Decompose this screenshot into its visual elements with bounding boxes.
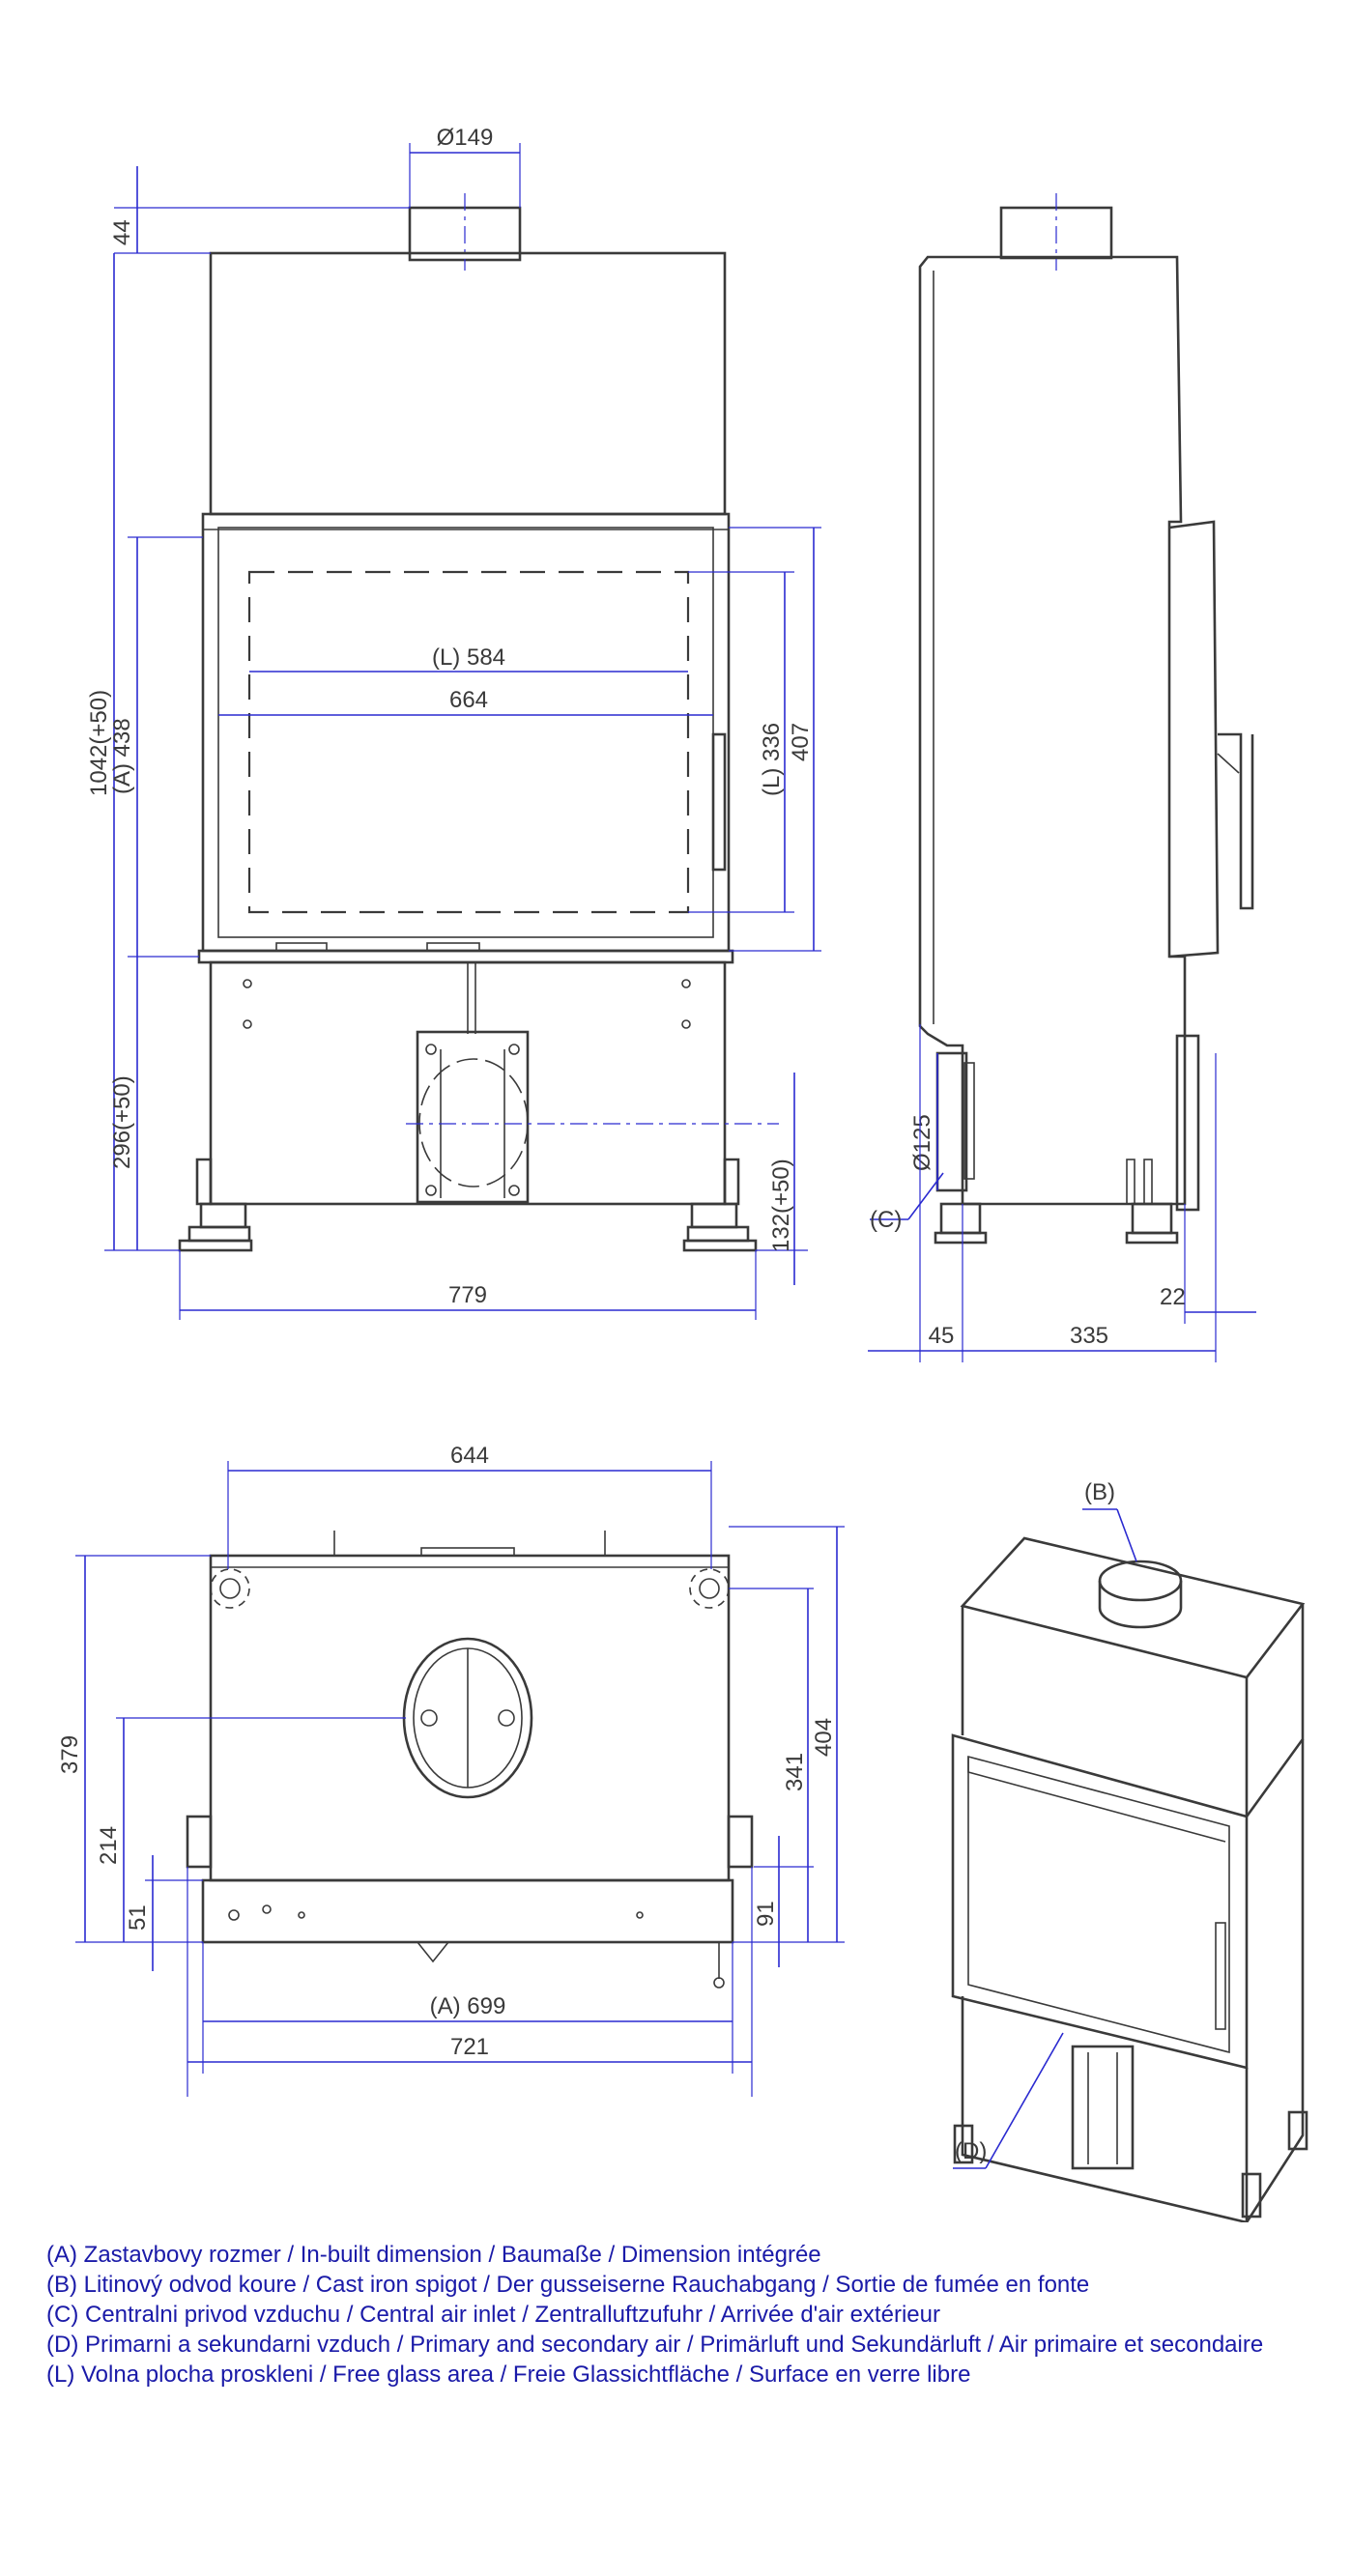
dim-spigot-offset: 214	[96, 1826, 122, 1865]
iso-top-face	[960, 1536, 1306, 1679]
legend-item-c: (C) Centralni privod vzduchu / Central a…	[46, 2302, 940, 2328]
dim-side-depth-341: 341	[782, 1753, 808, 1791]
dim-glass-height: (L) 336	[759, 723, 785, 796]
iso-callouts: (B) (D)	[953, 1479, 1137, 2169]
dim-glass-width: (L) 584	[432, 644, 505, 671]
side-view	[918, 193, 1254, 1245]
legend: (A) Zastavbovy rozmer / In-built dimensi…	[46, 2240, 1263, 2390]
callout-b: (B)	[1084, 1479, 1115, 1505]
callout-c: (C)	[870, 1207, 902, 1233]
door-handle	[711, 732, 727, 872]
dim-base-height: 296(+50)	[109, 1075, 135, 1169]
side-dimensions: Ø125 (C) 45 335 22	[868, 1024, 1256, 1362]
dim-air-inlet-height: 132(+50)	[768, 1159, 794, 1252]
iso-door	[951, 1733, 1249, 2070]
legend-item-a: (A) Zastavbovy rozmer / In-built dimensi…	[46, 2242, 821, 2268]
top-dimensions: 644 379 214 51 404 341 91 (A) 699 721	[57, 1443, 845, 2097]
legend-item-d: (D) Primarni a sekundarni vzduch / Prima…	[46, 2332, 1264, 2358]
dim-air-inlet-diameter: Ø125	[909, 1114, 935, 1171]
dim-total-height: 1042(+50)	[86, 690, 112, 796]
dim-front-offset-right: 91	[753, 1901, 779, 1927]
dim-door-height: 407	[788, 723, 814, 761]
isometric-view	[951, 1536, 1308, 2222]
dim-side-front-offset: 45	[929, 1323, 955, 1349]
air-inlet-box	[416, 1030, 530, 1204]
dim-door-width: 664	[449, 687, 488, 713]
dim-top-offset: 44	[109, 219, 135, 245]
dim-rear-depth: 404	[811, 1718, 837, 1757]
feet	[178, 1158, 758, 1252]
dim-top-total-width: 721	[450, 2034, 489, 2060]
front-dimensions: Ø149 44 1042(+50) (A) 438 296(+50) (L) 5…	[86, 125, 821, 1320]
legend-item-l: (L) Volna plocha proskleni / Free glass …	[46, 2361, 971, 2388]
legend-item-b: (B) Litinový odvod koure / Cast iron spi…	[46, 2272, 1090, 2298]
dim-side-depth: 335	[1070, 1323, 1108, 1349]
dim-flue-diameter: Ø149	[437, 125, 494, 151]
callout-d: (D)	[955, 2138, 987, 2164]
top-view	[186, 1531, 754, 1989]
dim-inbuilt-height: (A) 438	[109, 718, 135, 794]
dim-side-rear-offset: 22	[1160, 1284, 1186, 1310]
free-glass-area	[247, 570, 690, 914]
side-body	[918, 255, 1187, 1206]
door-frame	[201, 512, 731, 953]
iso-air-inlet	[1071, 2045, 1135, 2170]
dim-front-depth: 51	[125, 1904, 151, 1931]
dim-top-inbuilt-width: (A) 699	[430, 1993, 506, 2019]
front-view	[178, 193, 779, 1252]
upper-body	[209, 251, 727, 516]
dim-total-width: 779	[448, 1282, 487, 1308]
dim-top-body-width: 644	[450, 1443, 489, 1469]
dim-top-total-depth: 379	[57, 1735, 83, 1774]
technical-drawing: Ø149 44 1042(+50) (A) 438 296(+50) (L) 5…	[57, 125, 1308, 2222]
